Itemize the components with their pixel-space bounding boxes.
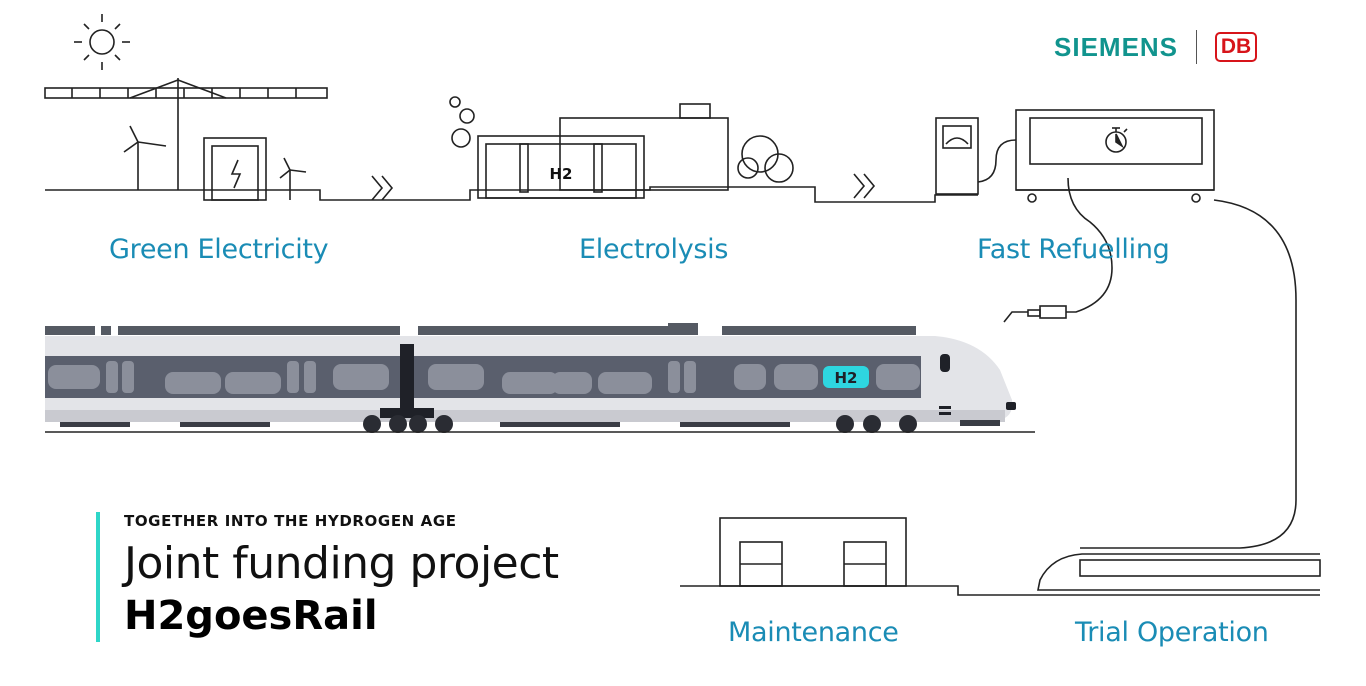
hydrogen-train [45,323,1035,433]
label-maintenance: Maintenance [728,617,899,648]
trial-train-icon [1037,553,1321,591]
sun-icon [74,14,130,70]
siemens-logo: SIEMENS [1054,31,1179,62]
maintenance-depot-icon [719,517,907,587]
fuel-dispenser-icon [935,117,1017,195]
project-subtitle: Joint funding project [124,538,559,589]
power-grid-icon [44,78,328,190]
db-logo: DB [1215,32,1258,62]
project-tagline: TOGETHER INTO THE HYDROGEN AGE [124,512,457,530]
label-green-electricity: Green Electricity [109,234,329,265]
h2-train-badge: H2 [835,369,858,387]
wind-turbine-icon [123,125,307,200]
label-trial-operation: Trial Operation [1075,617,1269,648]
h2-station-label: H2 [550,165,573,183]
project-block: TOGETHER INTO THE HYDROGEN AGE Joint fun… [96,512,559,642]
brand-divider [1196,30,1198,64]
brand-logos: SIEMENS DB [1054,30,1258,64]
label-electrolysis: Electrolysis [579,234,729,265]
label-fast-refuelling: Fast Refuelling [977,234,1170,265]
hydrogen-tank-icon [1015,109,1215,203]
refuelling-nozzle-icon [1003,177,1113,323]
substation-icon [203,137,267,201]
project-title: H2goesRail [124,593,378,639]
electrolysis-plant-icon [449,96,794,199]
